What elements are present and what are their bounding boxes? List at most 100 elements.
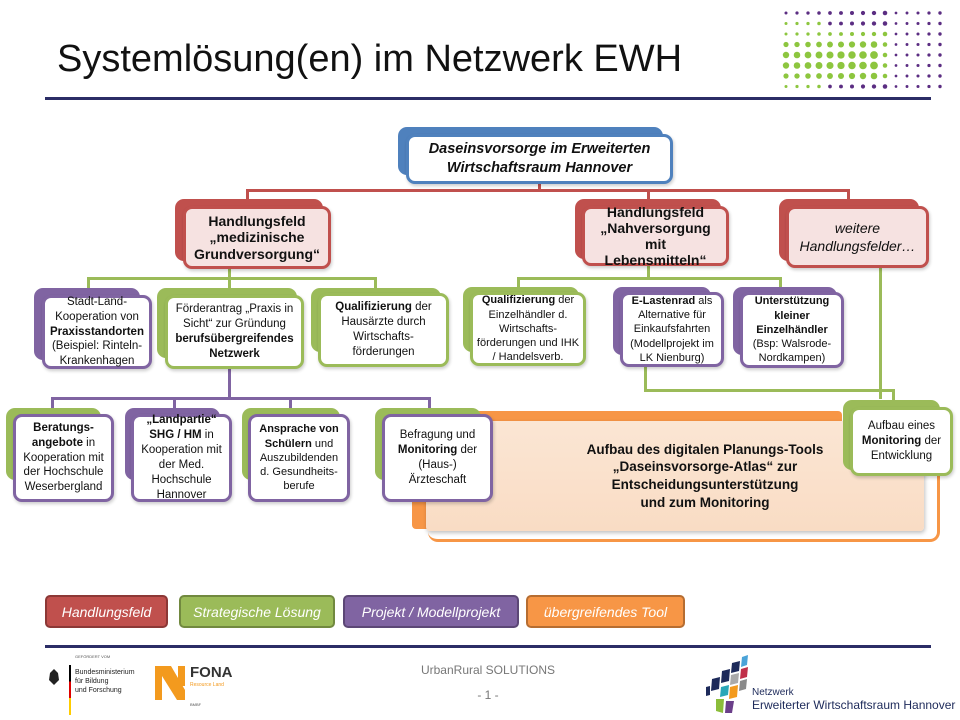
network-name-1: Netzwerk <box>752 687 794 698</box>
logo-dot <box>916 63 920 68</box>
logo-dot <box>938 63 942 68</box>
box-aufbau-monitoring: Aufbau eines Monitoring der Entwicklung <box>850 407 953 476</box>
logo-dot <box>938 42 942 47</box>
logo-dot <box>894 11 898 15</box>
logo-dot <box>916 11 920 15</box>
logo-dot <box>894 85 898 88</box>
connector-line <box>173 397 176 409</box>
logo-dot <box>839 21 843 26</box>
root-line1: Daseinsvorsorge im Erweiterten <box>428 141 651 158</box>
page-title: Systemlösung(en) im Netzwerk EWH <box>57 38 683 80</box>
network-name-2: Erweiterter Wirtschaftsraum Hannover <box>752 698 956 712</box>
logo-dot <box>859 61 867 70</box>
red-connector <box>246 189 850 192</box>
network-logo-icon <box>706 655 748 713</box>
box-befragung: Befragung und Monitoring der (Haus-) Ärz… <box>382 414 493 502</box>
logo-dot <box>905 85 909 88</box>
logo-dot <box>806 11 810 15</box>
logo-dot <box>916 32 920 36</box>
logo-dot <box>916 84 920 89</box>
logo-dot <box>828 21 832 26</box>
logo-dot <box>795 21 799 26</box>
logo-dot <box>816 73 822 79</box>
logo-dot <box>938 21 942 26</box>
box-unterstuetzung: Unterstützung kleiner Einzelhändler (Bsp… <box>740 292 844 368</box>
fona-sub: Resource Land <box>190 682 224 688</box>
logo-dots-icon <box>782 10 942 89</box>
connector-line <box>87 277 90 289</box>
logo-dot <box>784 32 788 36</box>
logo-dot <box>816 41 822 48</box>
logo-dot <box>894 64 898 67</box>
logo-dot <box>783 73 789 79</box>
logo-dot <box>849 84 855 89</box>
logo-dot <box>837 72 845 80</box>
logo-dot <box>905 32 909 36</box>
logo-dot <box>859 41 867 48</box>
logo-dot <box>795 11 799 15</box>
logo-dot <box>871 21 877 26</box>
logo-dot <box>882 21 888 26</box>
tool-box: Aufbau des digitalen Planungs-Tools„Dase… <box>426 421 924 531</box>
logo-dot <box>793 62 801 69</box>
logo-dot <box>938 53 942 57</box>
connector-line <box>847 189 850 201</box>
box-ansprache: Ansprache von Schülern und Auszubildende… <box>248 414 350 502</box>
logo-dot <box>927 74 931 78</box>
logo-dot <box>870 61 878 70</box>
logo-dot <box>938 74 942 78</box>
connector-line <box>892 389 895 401</box>
connector-line <box>428 397 431 409</box>
logo-dot <box>938 11 942 15</box>
logo-dot <box>849 31 855 37</box>
logo-dot <box>805 73 811 79</box>
logo-dot <box>927 32 931 36</box>
connector-line <box>644 389 895 392</box>
logo-dot <box>782 51 790 59</box>
logo-dot <box>927 42 931 47</box>
logo-dot <box>860 21 866 26</box>
logo-dot <box>927 84 931 89</box>
logo-dot <box>870 51 878 59</box>
connector-line <box>246 189 249 201</box>
connector-line <box>517 277 782 280</box>
logo-dot <box>894 53 898 57</box>
logo-dot <box>905 43 909 46</box>
box-foerderantrag: Förderantrag „Praxis in Sicht“ zur Gründ… <box>165 295 304 369</box>
logo-dot <box>905 64 909 67</box>
logo-dot <box>804 51 812 59</box>
logo-dot <box>894 32 898 36</box>
logo-dot <box>860 84 866 89</box>
purple-connector <box>51 397 431 400</box>
logo-dot <box>817 21 821 26</box>
logo-dot <box>837 61 845 70</box>
logo-dot <box>927 11 931 15</box>
funded-by: GEFÖRDERT VOM <box>75 654 111 659</box>
logo-dot <box>916 42 920 47</box>
logo-dot <box>849 10 855 16</box>
logo-dot <box>927 21 931 26</box>
logo-dot <box>805 41 811 48</box>
logo-dot <box>882 10 888 16</box>
logo-dot <box>894 22 898 25</box>
logo-dot <box>871 31 877 37</box>
connector-line <box>517 277 520 289</box>
legend-strategische-loesung: Strategische Lösung <box>179 595 335 628</box>
logo-dot <box>859 51 867 59</box>
logo-dot <box>938 32 942 36</box>
logo-dot <box>839 11 843 15</box>
logo-dot <box>815 62 823 69</box>
logo-dot <box>828 11 832 15</box>
legend-tool: übergreifendes Tool <box>526 595 685 628</box>
logo-dot <box>817 11 821 15</box>
logo-dot <box>837 51 845 59</box>
footer-center-text: UrbanRural SOLUTIONS <box>420 663 556 677</box>
logo-dot <box>848 72 856 80</box>
title-divider <box>45 97 931 100</box>
box-qualifizierung-einzelhaendler: Qualifizierung der Einzelhändler d. Wirt… <box>470 292 586 366</box>
logo-dot <box>784 11 788 15</box>
connector-line <box>51 397 54 409</box>
